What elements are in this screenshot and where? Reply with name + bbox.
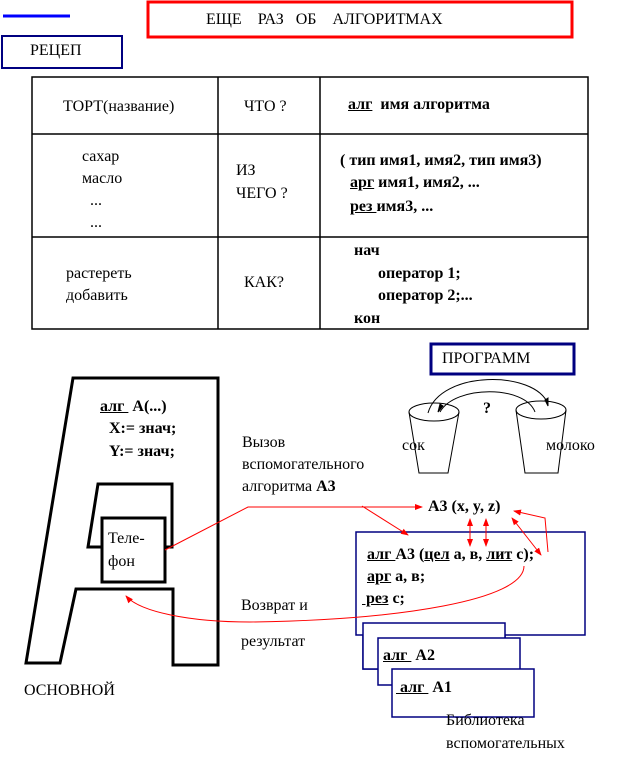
keyword-begin: нач [354, 242, 380, 259]
recipe-label: РЕЦЕП [30, 42, 82, 59]
right-cup-icon [515, 400, 567, 420]
param-z-arrow [511, 517, 542, 556]
alg-name-text: имя алгоритма [372, 96, 490, 113]
program-label: ПРОГРАММ [442, 350, 531, 367]
cell-alg-name: алг имя алгоритма [348, 96, 490, 114]
main-x-assign: X:= знач; [109, 420, 177, 437]
call-expression: А3 (x, y, z) [428, 498, 501, 515]
call-label-1: Вызов [242, 434, 286, 451]
return-arrow [125, 565, 525, 623]
keyword-alg: алг [383, 647, 412, 664]
arg-text: имя1, имя2, ... [374, 174, 480, 191]
return-label-2: результат [241, 633, 306, 650]
lib-box-a1 [391, 668, 535, 718]
library-label-2: вспомогательных [446, 735, 565, 752]
a3-tail: с); [512, 546, 535, 563]
title-box [146, 0, 574, 39]
operator-2: оператор 2;... [378, 287, 473, 304]
a3-header: алг А3 (цел а, в, лит с); [367, 546, 534, 564]
main-alg-header: алг А(...) [100, 398, 167, 416]
lib-a2-label: алг А2 [383, 647, 435, 665]
cup-label-milk: молоко [546, 437, 595, 454]
cell-what: ЧТО ? [244, 98, 287, 115]
call-to-a3-arrow [361, 505, 409, 536]
left-cup-icon [408, 402, 460, 422]
call-label-name: А3 [316, 478, 336, 495]
main-label: ОСНОВНОЙ [24, 682, 115, 699]
rez-text: имя3, ... [376, 198, 434, 215]
program-box [429, 342, 576, 376]
cup-label-juice: сок [402, 437, 425, 454]
recipe-box [1, 35, 123, 69]
lib-a1-label: алг А1 [396, 679, 452, 697]
ingredient-more-2: ... [90, 214, 102, 231]
keyword-arg: арг [367, 568, 392, 585]
ingredient-butter: масло [82, 170, 123, 187]
cups-illustration [408, 379, 567, 474]
cell-what-of: ЧЕГО ? [236, 185, 288, 202]
operator-1: оператор 1; [378, 265, 461, 282]
cell-cake-name: ТОРТ(название) [63, 98, 175, 115]
keyword-alg: алг [396, 679, 429, 696]
lib-a1-name: А1 [428, 679, 452, 696]
phone-box [100, 516, 167, 584]
keyword-end: кон [354, 310, 381, 327]
call-label-3: алгоритма А3 [242, 478, 336, 496]
recipe-table-grid [31, 76, 589, 330]
red-arrows [125, 504, 549, 623]
a3-arg-text: а, в; [391, 568, 426, 585]
a3-args: а, в, [449, 546, 487, 563]
keyword-alg: алг [100, 398, 129, 415]
call-label-2: вспомогательного [242, 456, 365, 473]
cell-how: КАК? [244, 274, 284, 291]
keyword-alg: алг [367, 546, 396, 563]
a3-arg-line: арг а, в; [367, 568, 425, 586]
ingredient-sugar: сахар [82, 148, 120, 165]
params-line: ( тип имя1, имя2, тип имя3) [340, 152, 542, 169]
lib-a2-name: А2 [411, 647, 435, 664]
arg-line: арг имя1, имя2, ... [350, 174, 480, 192]
a3-rez-text: с; [388, 590, 405, 607]
keyword-arg: арг [350, 174, 375, 191]
page-title: ЕЩЕ РАЗ ОБ АЛГОРИТМАХ [206, 11, 443, 28]
keyword-rez: рез [362, 590, 389, 607]
ingredient-more: ... [90, 192, 102, 209]
a3-name: А3 ( [395, 546, 425, 563]
a3-rez-line: рез с; [362, 590, 405, 608]
cell-from: ИЗ [236, 162, 256, 179]
letter-a-shape [24, 376, 220, 667]
phone-label-1: Теле- [108, 530, 145, 547]
rez-line: рез имя3, ... [350, 198, 433, 216]
keyword-alg: алг [348, 96, 373, 113]
result-arrow [513, 509, 549, 553]
cups-question: ? [483, 400, 491, 417]
step-grate: растереть [66, 265, 132, 282]
keyword-lit: лит [486, 546, 513, 563]
phone-label-2: фон [108, 553, 135, 570]
step-add: добавить [66, 287, 128, 304]
main-alg-name: А(...) [128, 398, 167, 415]
library-label-1: Библиотека [446, 712, 525, 729]
return-label-1: Возврат и [241, 597, 308, 614]
call-label-text: алгоритма [242, 478, 317, 495]
keyword-rez: рез [350, 198, 377, 215]
keyword-cel: цел [424, 546, 450, 563]
main-y-assign: Y:= знач; [109, 443, 175, 460]
